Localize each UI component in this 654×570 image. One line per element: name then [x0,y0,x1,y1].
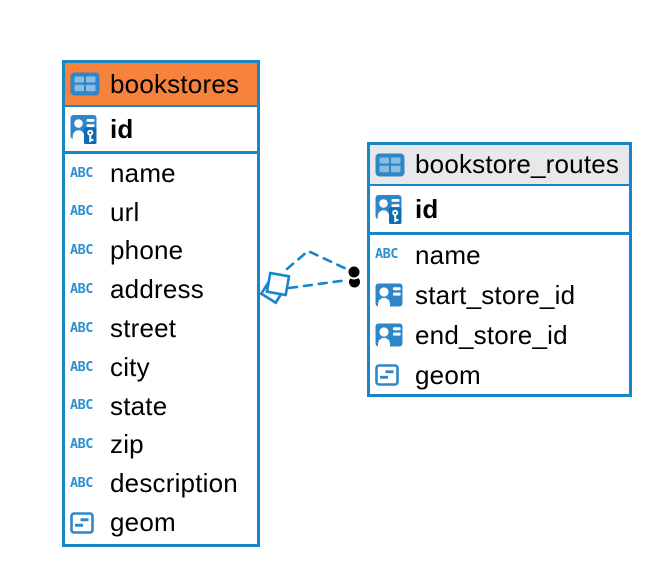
column-name: street [110,313,177,344]
table-icon [375,153,405,177]
column-name: start_store_id [415,279,576,310]
column-row[interactable]: ABC state [65,387,257,426]
divider [370,184,629,186]
pk-column-name: id [415,193,439,224]
relationship-line[interactable] [285,249,353,273]
entity-table-bookstore-routes[interactable]: bookstore_routes id ABC name start_store… [367,142,632,397]
entity-table-bookstores[interactable]: bookstores id ABC name ABC url ABC phone… [62,60,260,547]
column-name: zip [110,429,144,460]
column-name: name [415,239,481,270]
divider [65,105,257,107]
column-row[interactable]: ABC street [65,309,257,348]
person-key-icon [375,194,405,225]
geometry-icon [70,512,100,534]
text-type-icon: ABC [70,475,93,492]
text-type-icon: ABC [70,358,93,375]
column-name: phone [110,235,184,266]
column-name: address [110,274,204,305]
geometry-icon [375,364,405,386]
table-header-bookstore-routes[interactable]: bookstore_routes [370,145,629,184]
text-type-icon: ABC [70,242,93,259]
text-type-icon: ABC [70,281,93,298]
table-icon [70,72,100,96]
column-name: description [110,468,238,499]
pk-row[interactable]: id [370,186,629,232]
column-row[interactable]: ABC zip [65,426,257,465]
text-type-icon: ABC [70,203,93,220]
person-key-icon [70,114,100,145]
table-title: bookstore_routes [415,149,620,179]
column-row[interactable]: geom [65,503,257,542]
relationship-line[interactable] [287,278,350,290]
target-marker-dot[interactable] [349,276,360,288]
person-ref-icon [375,283,405,307]
column-row[interactable]: start_store_id [370,275,629,315]
column-row[interactable]: ABC address [65,270,257,309]
pk-column-name: id [110,113,134,144]
table-header-bookstores[interactable]: bookstores [65,63,257,105]
text-type-icon: ABC [70,164,93,181]
column-name: end_store_id [415,319,568,350]
column-name: state [110,390,168,421]
column-name: geom [415,359,481,390]
person-ref-icon [375,323,405,347]
divider [370,232,629,235]
pk-row[interactable]: id [65,107,257,151]
source-marker-square[interactable] [265,271,291,297]
column-row[interactable]: ABC url [65,193,257,232]
target-marker-dot[interactable] [346,264,362,280]
column-row[interactable]: ABC description [65,464,257,503]
column-name: name [110,157,176,188]
text-type-icon: ABC [70,397,93,414]
column-row[interactable]: ABC phone [65,232,257,271]
column-name: url [110,196,140,227]
column-row[interactable]: ABC city [65,348,257,387]
column-row[interactable]: end_store_id [370,315,629,355]
column-row[interactable]: ABC name [65,154,257,193]
text-type-icon: ABC [70,436,93,453]
column-name: city [110,351,150,382]
column-row[interactable]: geom [370,355,629,395]
column-name: geom [110,507,176,538]
source-marker-square[interactable] [259,277,287,305]
text-type-icon: ABC [70,319,93,336]
divider [65,151,257,154]
text-type-icon: ABC [375,246,398,263]
table-title: bookstores [110,68,240,99]
column-row[interactable]: ABC name [370,235,629,275]
